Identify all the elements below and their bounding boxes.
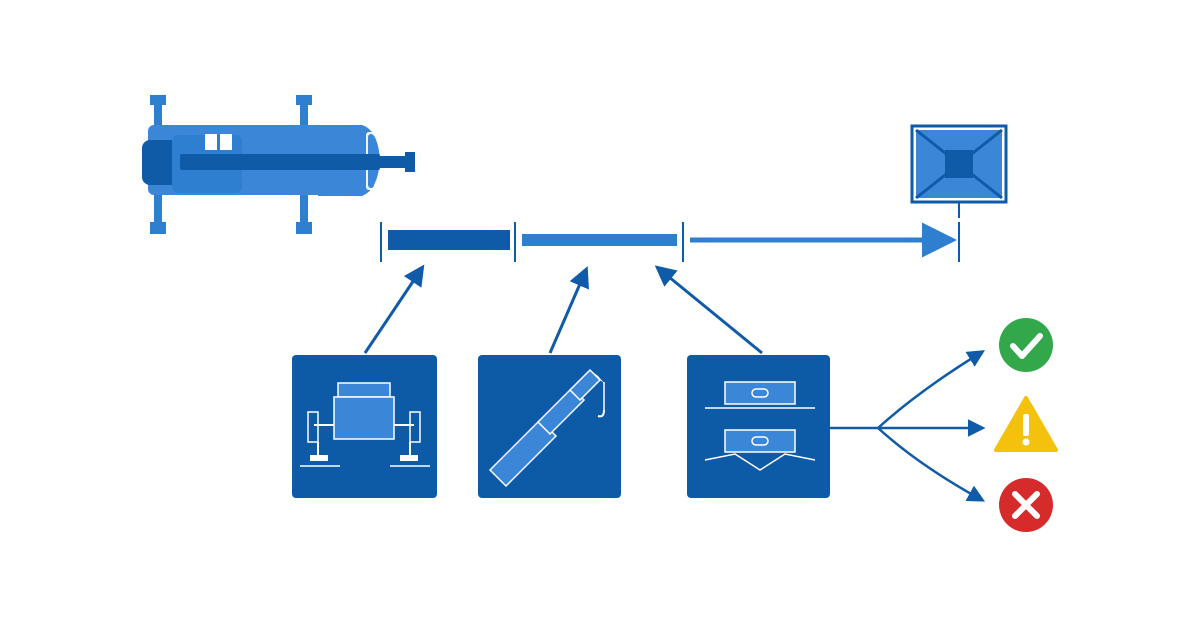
- boom-panel: [478, 355, 621, 498]
- level-panel: [687, 355, 830, 498]
- failure-branch: [877, 427, 986, 502]
- success-branch: [877, 350, 985, 429]
- boom-arrow: [548, 266, 589, 354]
- outrigger-icon: [300, 382, 430, 467]
- check-icon: [999, 318, 1053, 372]
- outcome-branches: [830, 350, 986, 502]
- cross-icon: [999, 478, 1053, 532]
- connector-arrows: [363, 264, 763, 355]
- load-box-icon: [910, 124, 1008, 218]
- outrigger-segment: [388, 230, 510, 250]
- telescopic-boom-icon: [488, 368, 605, 488]
- level-arrow: [654, 265, 763, 355]
- outrigger-arrow: [363, 264, 425, 354]
- boom-segment: [522, 234, 677, 246]
- crane-truck-icon: [142, 95, 415, 234]
- measurement-axis: [380, 222, 960, 262]
- warning-icon: [994, 396, 1058, 452]
- level-icon: [704, 381, 816, 471]
- outrigger-panel: [292, 355, 437, 498]
